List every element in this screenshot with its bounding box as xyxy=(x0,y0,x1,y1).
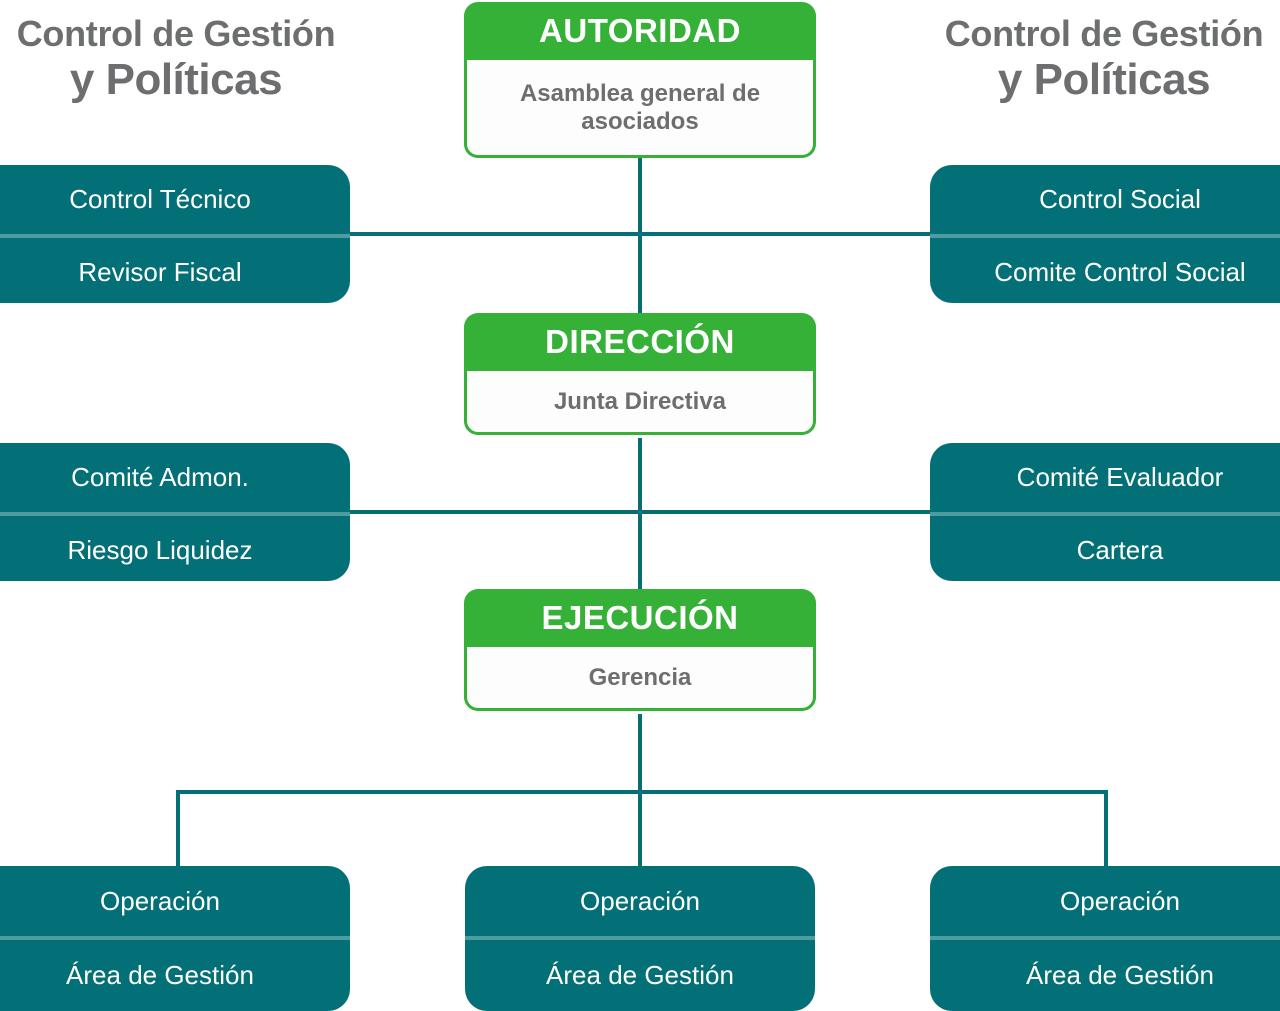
node-control-social-subtitle: Comite Control Social xyxy=(994,257,1246,287)
node-control-social-divider xyxy=(930,234,1280,238)
heading-right-line2: y Políticas xyxy=(997,55,1211,104)
node-direccion-title: DIRECCIÓN xyxy=(545,323,735,360)
node-operacion-2[interactable]: Operación Área de Gestión xyxy=(465,866,815,1011)
node-autoridad[interactable]: AUTORIDAD Asamblea general de asociados xyxy=(464,2,816,158)
node-direccion[interactable]: DIRECCIÓN Junta Directiva xyxy=(464,313,816,435)
node-comite-admon[interactable]: Comité Admon. Riesgo Liquidez xyxy=(0,443,350,581)
node-ejecucion-title: EJECUCIÓN xyxy=(541,599,739,636)
connector-operations-bus xyxy=(176,790,1108,794)
node-autoridad-title: AUTORIDAD xyxy=(539,12,741,49)
node-control-tecnico-divider xyxy=(0,234,350,238)
node-comite-evaluador-title: Comité Evaluador xyxy=(1016,462,1224,492)
node-operacion-2-subtitle: Área de Gestión xyxy=(546,959,734,990)
node-autoridad-subtitle: Asamblea general de asociados xyxy=(464,60,816,158)
node-comite-evaluador-divider xyxy=(930,512,1280,516)
node-operacion-1[interactable]: Operación Área de Gestión xyxy=(0,866,350,1011)
node-control-tecnico-subtitle: Revisor Fiscal xyxy=(78,257,242,287)
node-comite-admon-subtitle: Riesgo Liquidez xyxy=(67,535,253,565)
node-operacion-3-divider xyxy=(930,936,1280,940)
node-operacion-3-subtitle: Área de Gestión xyxy=(1026,959,1214,990)
node-control-tecnico-title: Control Técnico xyxy=(69,184,251,214)
connector-row1-horizontal xyxy=(348,232,932,236)
connector-operation-1-drop xyxy=(176,790,180,868)
connector-operation-2-drop xyxy=(638,790,642,868)
node-operacion-3-title: Operación xyxy=(1060,885,1180,916)
connector-direccion-ejecucion xyxy=(638,438,642,592)
node-operacion-1-divider xyxy=(0,936,350,940)
node-control-social-title: Control Social xyxy=(1039,184,1201,214)
heading-right-line1: Control de Gestión xyxy=(944,13,1264,54)
node-operacion-3[interactable]: Operación Área de Gestión xyxy=(930,866,1280,1011)
node-control-tecnico[interactable]: Control Técnico Revisor Fiscal xyxy=(0,165,350,303)
connector-ejecucion-trunk xyxy=(638,714,642,794)
node-comite-evaluador[interactable]: Comité Evaluador Cartera xyxy=(930,443,1280,581)
heading-left-line1: Control de Gestión xyxy=(16,13,336,54)
node-operacion-1-subtitle: Área de Gestión xyxy=(66,959,254,990)
node-control-social[interactable]: Control Social Comite Control Social xyxy=(930,165,1280,303)
heading-left-control-gestion-politicas: Control de Gestión y Políticas xyxy=(0,16,352,102)
node-comite-admon-title: Comité Admon. xyxy=(71,462,249,492)
node-operacion-2-divider xyxy=(465,936,815,940)
connector-operation-3-drop xyxy=(1104,790,1108,868)
node-direccion-subtitle: Junta Directiva xyxy=(464,371,816,435)
connector-autoridad-direccion xyxy=(638,158,642,316)
node-comite-admon-divider xyxy=(0,512,350,516)
connector-row2-horizontal xyxy=(348,510,932,514)
node-ejecucion[interactable]: EJECUCIÓN Gerencia xyxy=(464,589,816,711)
node-ejecucion-subtitle: Gerencia xyxy=(464,647,816,711)
heading-right-control-gestion-politicas: Control de Gestión y Políticas xyxy=(928,16,1280,102)
node-operacion-1-title: Operación xyxy=(100,885,220,916)
node-comite-evaluador-subtitle: Cartera xyxy=(1076,535,1164,565)
heading-left-line2: y Políticas xyxy=(69,55,283,104)
node-operacion-2-title: Operación xyxy=(580,885,700,916)
